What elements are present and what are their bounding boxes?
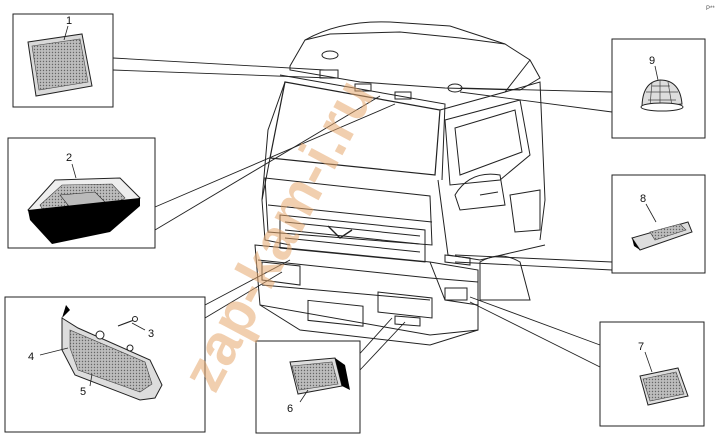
callout-3: 3 — [148, 328, 154, 340]
callout-5: 5 — [80, 386, 86, 398]
callout-6: 6 — [287, 403, 293, 415]
callout-9: 9 — [649, 55, 655, 67]
part-box-8: 8 — [611, 174, 706, 274]
callout-4: 4 — [28, 351, 34, 363]
part-box-3-4-5: 3 4 5 — [4, 296, 206, 433]
callout-2: 2 — [66, 152, 72, 164]
callout-1: 1 — [66, 15, 72, 27]
roof-beacon-lamp-icon — [640, 79, 684, 112]
fog-lamp-icon — [289, 357, 350, 395]
part-box-2: 2 — [7, 137, 156, 249]
headlamp-assembly-icon — [61, 305, 163, 401]
part-box-7: 7 — [599, 321, 705, 427]
turn-indicator-icon — [631, 221, 693, 251]
part-box-6: 6 — [255, 340, 361, 434]
roof-console-lamp-icon — [27, 177, 141, 244]
part-box-9: 9 — [611, 38, 706, 139]
screw-icon — [117, 316, 138, 327]
corner-tag: P** — [706, 6, 715, 12]
callout-8: 8 — [640, 193, 646, 205]
callout-7: 7 — [638, 341, 644, 353]
side-marker-lamp-icon — [639, 367, 689, 406]
marker-lamp-lens-icon — [27, 33, 93, 97]
leader-lines — [112, 57, 613, 371]
part-box-1: 1 — [12, 13, 114, 108]
